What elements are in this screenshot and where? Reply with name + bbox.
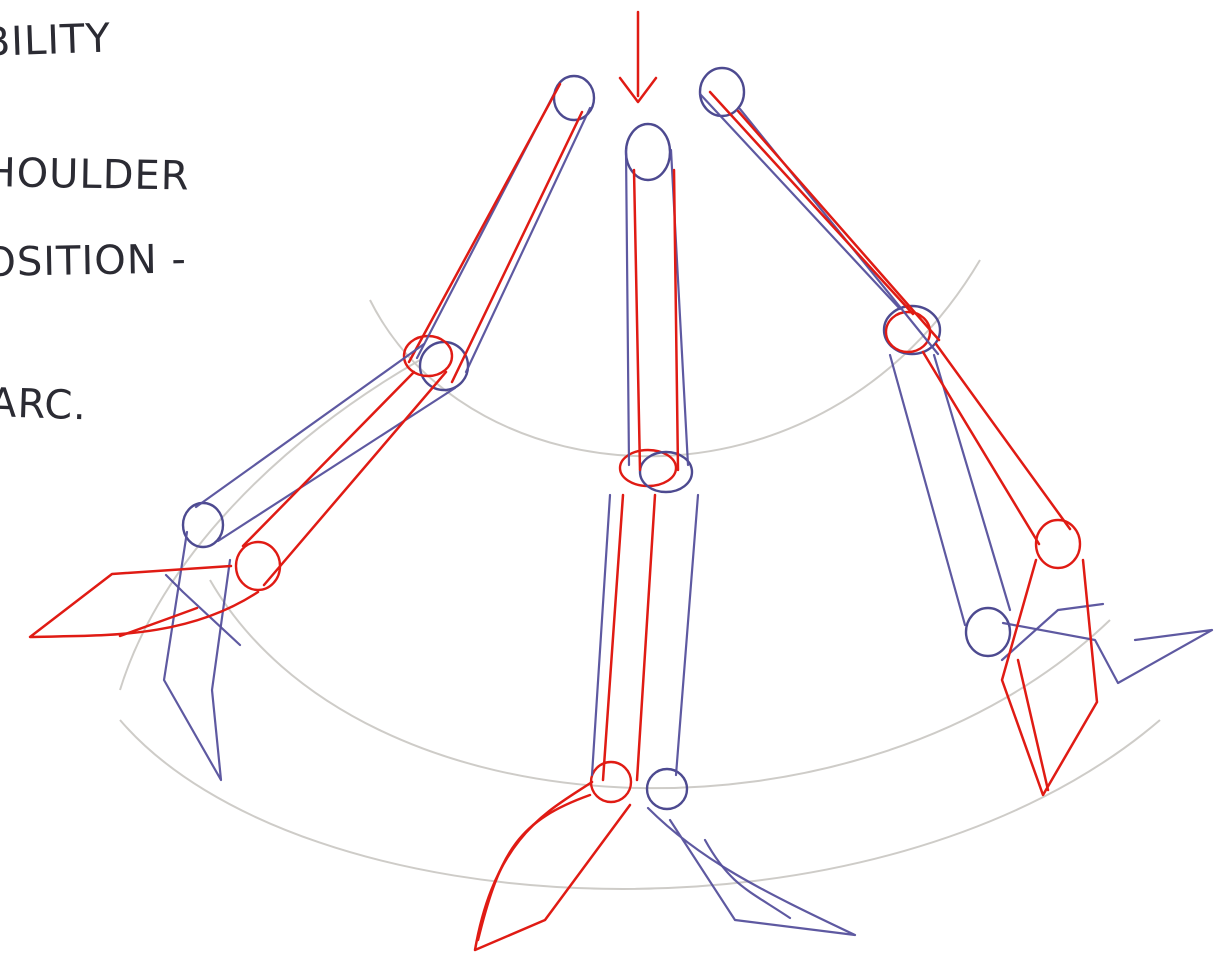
guide-arc-left	[120, 360, 420, 690]
center-limb	[475, 124, 855, 950]
guide-arcs	[120, 260, 1160, 889]
right-limb	[700, 68, 1212, 795]
down-arrow	[620, 12, 656, 102]
